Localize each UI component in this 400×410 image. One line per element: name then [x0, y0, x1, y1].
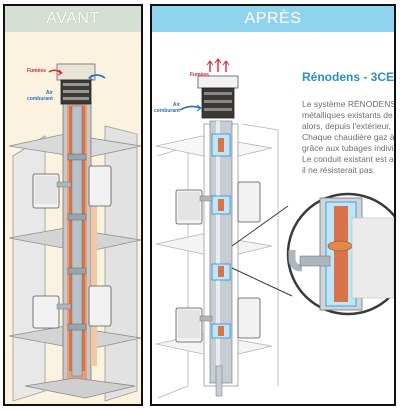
apres-air-label: Air comburant	[154, 102, 180, 114]
apres-panel: APRÈS	[150, 4, 396, 406]
apres-air-line1: Air	[172, 102, 180, 108]
apres-body-line: métalliques existants de	[302, 110, 393, 120]
apres-illustration	[155, 58, 394, 399]
apres-body-line: Le conduit existant est a	[302, 154, 394, 164]
apres-body-line: il ne résisterait pas.	[302, 165, 376, 175]
apres-header: APRÈS	[152, 6, 394, 32]
avant-header: AVANT	[5, 6, 141, 32]
avant-air-label: Air comburant	[27, 90, 53, 102]
avant-air-line2: comburant	[27, 96, 53, 102]
avant-illustration	[8, 63, 141, 402]
apres-fumees-label: Fumées	[190, 72, 209, 78]
avant-panel: AVANT	[3, 4, 143, 406]
apres-body-line: Le système RÉNODENS	[302, 99, 396, 109]
avant-fumees-label: Fumées	[27, 68, 46, 74]
avant-air-line1: Air	[45, 90, 53, 96]
apres-body-line: Chaque chaudière gaz à	[302, 132, 395, 142]
apres-body-line: alors, depuis l'extérieur,	[302, 121, 392, 131]
apres-air-line2: comburant	[154, 108, 180, 114]
apres-body-line: grâce aux tubages indivi	[302, 143, 394, 153]
apres-title: Rénodens - 3CE	[302, 70, 395, 84]
